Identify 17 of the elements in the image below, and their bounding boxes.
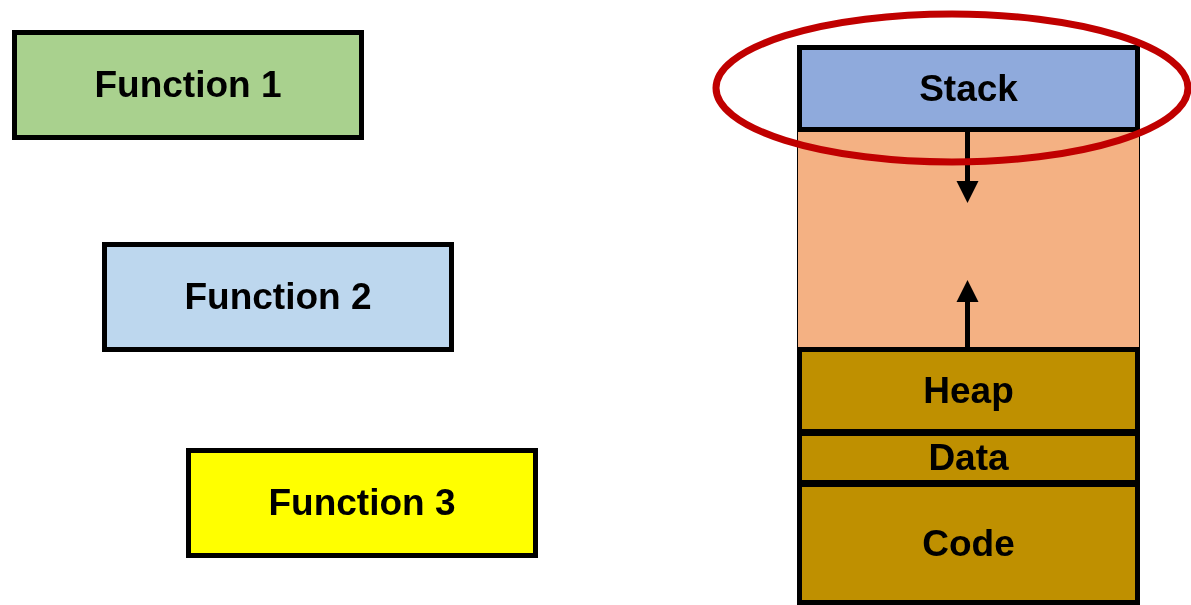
arrow <box>956 280 979 347</box>
box-label: Function 3 <box>268 482 456 524</box>
arrow <box>956 132 979 203</box>
function-box <box>186 448 538 558</box>
box-label: Stack <box>919 67 1018 110</box>
box-label: Data <box>928 437 1009 479</box>
function-box <box>102 242 454 352</box>
box-label: Function 2 <box>184 276 372 318</box>
memory-segment-box <box>797 431 1140 485</box>
empty-memory-region <box>797 130 1140 350</box>
memory-segment-box <box>797 347 1140 434</box>
box-label: Function 1 <box>94 64 282 106</box>
box-label: Heap <box>923 369 1014 412</box>
memory-segment-box <box>797 482 1140 605</box>
memory-segment-box <box>797 45 1140 132</box>
function-box <box>12 30 364 140</box>
box-label: Code <box>922 522 1015 565</box>
